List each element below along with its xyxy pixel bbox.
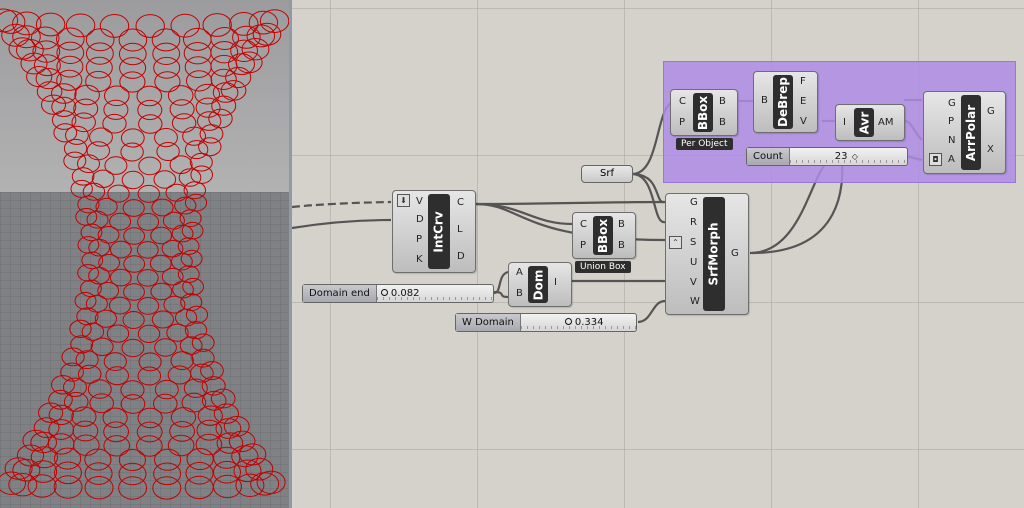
output-f: F (800, 76, 806, 87)
output-v: V (800, 116, 807, 127)
output-d: D (457, 251, 465, 262)
input-c: C (580, 219, 587, 230)
red-lattice-geometry (0, 8, 289, 500)
per-object-caption: Per Object (676, 138, 733, 150)
input-v: V (690, 277, 697, 288)
avr-component[interactable]: I Avr AM (835, 104, 905, 141)
output-x: X (987, 144, 994, 155)
intcrv-core: IntCrv (428, 194, 450, 269)
avr-core: Avr (854, 108, 874, 137)
input-s: S (690, 237, 697, 248)
input-b: B (761, 95, 768, 106)
dom-component[interactable]: A B Dom I (508, 262, 572, 307)
union-box-caption: Union Box (575, 261, 631, 273)
srfmorph-component[interactable]: G R ⌃ S U V W SrfMorph G (665, 193, 749, 315)
dom-core: Dom (528, 266, 548, 303)
input-p: P (580, 240, 587, 251)
rhino-viewport[interactable] (0, 0, 289, 508)
input-u: U (690, 257, 698, 268)
input-d: D (416, 214, 424, 225)
arrpolar-core: ArrPolar (961, 95, 981, 170)
input-k: K (416, 254, 423, 265)
input-g: G (948, 98, 956, 109)
w-domain-value: 0.334 (574, 317, 604, 328)
output-g: G (731, 248, 739, 259)
output-b2: B (618, 240, 625, 251)
output-b1: B (618, 219, 625, 230)
input-p: P (679, 117, 686, 128)
srfmorph-core: SrfMorph (703, 197, 725, 311)
domain-end-track[interactable]: 0.082 (376, 285, 493, 302)
input-a: A (948, 154, 955, 165)
input-c: C (679, 96, 686, 107)
count-slider-label: Count (747, 148, 790, 165)
viewport-divider[interactable] (289, 0, 292, 508)
intcrv-component[interactable]: ⬇ V D P K IntCrv C L D (392, 190, 476, 273)
input-n: N (948, 135, 956, 146)
bbox-core: BBox (593, 216, 613, 255)
w-domain-track[interactable]: 0.334 (520, 314, 636, 331)
input-b: B (516, 288, 523, 299)
input-i: I (843, 117, 846, 128)
count-value: 23 (834, 151, 848, 162)
bbox-core: BBox (693, 93, 713, 132)
output-e: E (800, 96, 807, 107)
count-slider[interactable]: Count 23◇ (746, 147, 908, 166)
input-p: P (948, 116, 955, 127)
debrep-component[interactable]: B DeBrep F E V (753, 71, 818, 133)
w-domain-slider[interactable]: W Domain 0.334 (455, 313, 637, 332)
input-v: V (416, 196, 423, 207)
toggle-icon[interactable]: ◘ (929, 153, 942, 166)
input-w: W (690, 296, 700, 307)
output-c: C (457, 197, 464, 208)
input-p: P (416, 234, 423, 245)
output-g: G (987, 106, 995, 117)
debrep-core: DeBrep (773, 75, 793, 129)
arrow-down-icon[interactable]: ⬇ (397, 194, 410, 207)
arrpolar-component[interactable]: G P N A ◘ ArrPolar G X (923, 91, 1006, 174)
output-b1: B (719, 96, 726, 107)
output-am: AM (878, 117, 894, 128)
count-slider-track[interactable]: 23◇ (789, 148, 907, 165)
toggle-icon[interactable]: ⌃ (669, 236, 682, 249)
domain-end-label: Domain end (303, 285, 377, 302)
output-i: I (554, 277, 557, 288)
viewport-scene (0, 0, 289, 508)
w-domain-label: W Domain (456, 314, 521, 331)
srf-parameter[interactable]: Srf (581, 165, 633, 183)
input-r: R (690, 217, 697, 228)
domain-end-slider[interactable]: Domain end 0.082 (302, 284, 494, 303)
input-g: G (690, 197, 698, 208)
grasshopper-canvas[interactable]: C P BBox B B Per Object B DeBrep F E V I… (292, 0, 1024, 508)
output-l: L (457, 224, 463, 235)
input-a: A (516, 267, 523, 278)
bbox-component-per-object[interactable]: C P BBox B B (670, 89, 738, 136)
output-b2: B (719, 117, 726, 128)
domain-end-value: 0.082 (390, 288, 420, 299)
bbox-component-union-box[interactable]: C P BBox B B (572, 212, 636, 259)
